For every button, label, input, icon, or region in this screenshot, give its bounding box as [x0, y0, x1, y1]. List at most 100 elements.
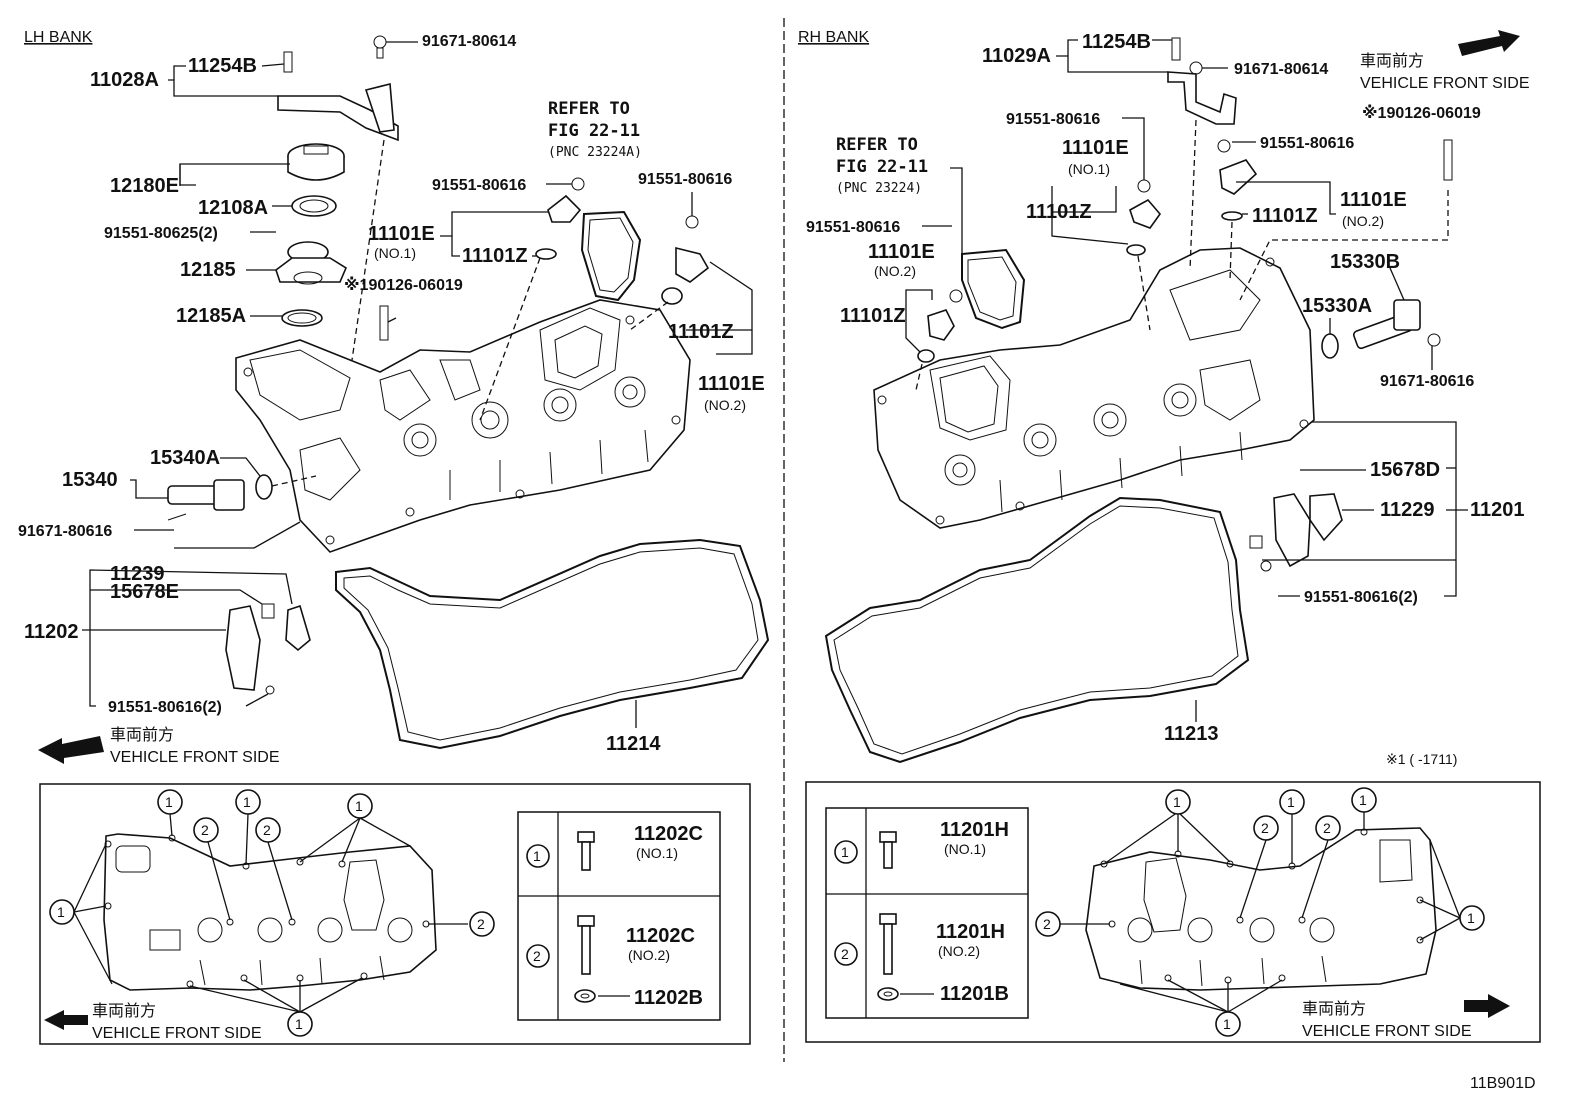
lbl-rh-15678D: 15678D [1370, 459, 1440, 481]
lbl-rh-91671-80614: 91671-80614 [1234, 61, 1328, 78]
rh-refer-gasket[interactable] [961, 248, 1026, 330]
svg-text:1: 1 [841, 844, 849, 860]
lbl-rh-11029A: 11029A [982, 45, 1051, 67]
rh-legend-table: 1 2 11201H (NO.1) 11201H (NO.2) 11201B [825, 807, 1029, 1019]
lh-filler-neck[interactable] [275, 241, 348, 285]
lbl-lh-11101E-no1: 11101E [368, 223, 435, 245]
lh-legend-bolt1: 11202C [634, 823, 703, 845]
lbl-lh-11239: 11239 [110, 563, 165, 585]
lh-marker-2-c: 2 [469, 911, 495, 937]
lh-ocv-gasket-set[interactable] [225, 603, 311, 695]
rh-bottom-front-arrow-icon [1464, 994, 1510, 1018]
lh-cam-sensor-no1[interactable] [535, 177, 585, 260]
lbl-lh-91551-80625: 91551-80625(2) [104, 225, 218, 242]
figure-code: 11B901D [1470, 1075, 1536, 1092]
lbl-lh-15340A: 15340A [150, 447, 220, 469]
lbl-lh-91671-80616: 91671-80616 [18, 523, 112, 540]
lbl-rh-91671-80616: 91671-80616 [1380, 373, 1474, 390]
svg-text:1: 1 [1173, 794, 1181, 810]
lh-bank-title: LH BANK [24, 29, 93, 46]
svg-text:1: 1 [1467, 910, 1475, 926]
lh-marker-2-a: 2 [193, 817, 219, 843]
rh-bottom-front-jp: 車両前方 [1302, 1000, 1366, 1018]
lbl-rh-91551-80616-2: 91551-80616(2) [1304, 589, 1418, 606]
rh-bolt-no2-icon [879, 913, 897, 975]
rh-stud[interactable] [1443, 139, 1453, 181]
svg-text:2: 2 [1261, 820, 1269, 836]
rh-cylinder-head-cover[interactable] [873, 247, 1315, 529]
lbl-lh-15678E: 15678E [110, 581, 179, 603]
rh-callout-lines [1060, 810, 1461, 1013]
lh-cylinder-head-cover[interactable] [235, 299, 691, 553]
rh-refer-line1: REFER TO [836, 135, 918, 155]
lh-bolt-no1-icon [577, 831, 595, 871]
lbl-rh-11213: 11213 [1164, 723, 1219, 745]
lbl-lh-12180E: 12180E [110, 175, 179, 197]
lh-cam-sensor-no2[interactable] [661, 215, 710, 305]
lbl-rh-11101Z-left: 11101Z [840, 305, 906, 327]
rh-bracket[interactable] [1167, 37, 1237, 125]
lh-bottom-front-jp: 車両前方 [92, 1002, 156, 1020]
lbl-lh-no2: (NO.2) [704, 397, 746, 413]
svg-text:1: 1 [165, 794, 173, 810]
lh-gasket-11214[interactable] [335, 538, 770, 750]
rh-legend-bolt1-sub: (NO.1) [944, 841, 986, 857]
lh-filler-gasket[interactable] [291, 195, 337, 217]
lh-bank-section: LH BANK [18, 29, 770, 766]
lh-bottom-front-en: VEHICLE FRONT SIDE [92, 1025, 262, 1042]
lbl-lh-91551-80616-b: 91551-80616 [638, 171, 732, 188]
rh-bolt-no1-icon [879, 831, 897, 869]
lh-callout-lines [73, 813, 468, 1013]
rh-front-en: VEHICLE FRONT SIDE [1360, 75, 1530, 92]
rh-legend-washer: 11201B [940, 983, 1009, 1005]
lh-oil-control-valve[interactable] [167, 474, 273, 521]
rh-legend-bolt2: 11201H [936, 921, 1005, 943]
lh-bracket[interactable] [277, 35, 399, 142]
rh-marker-1-b: 1 [1279, 789, 1305, 815]
rh-leader-lines [905, 39, 1468, 722]
svg-text:2: 2 [1043, 916, 1051, 932]
lh-stud[interactable] [379, 305, 389, 341]
lh-leader-lines [82, 41, 753, 728]
rh-front-jp: 車両前方 [1360, 52, 1424, 70]
rh-cam-sensor-no1[interactable] [1126, 179, 1162, 256]
rh-legend-bolt1: 11201H [940, 819, 1009, 841]
lh-legend-bolt2-sub: (NO.2) [628, 947, 670, 963]
rh-legend-bolt2-sub: (NO.2) [938, 943, 980, 959]
lbl-lh-12185: 12185 [180, 259, 236, 281]
rh-gasket-11213[interactable] [824, 496, 1250, 764]
lh-filler-o-ring[interactable] [281, 309, 323, 327]
rh-refer-line3: (PNC 23224) [836, 181, 922, 196]
lh-bolt-no2-icon [577, 915, 595, 975]
rh-marker-1-a: 1 [1165, 789, 1191, 815]
rh-ocv-gasket-set[interactable] [1249, 493, 1343, 572]
svg-text:2: 2 [201, 822, 209, 838]
lh-marker-1-e: 1 [287, 1011, 313, 1037]
lbl-lh-12185A: 12185A [176, 305, 246, 327]
lbl-rh-note1: ※1 ( -1711) [1386, 751, 1457, 767]
lbl-lh-11101Z-b: 11101Z [668, 321, 734, 343]
lh-marker-1-c: 1 [347, 793, 373, 819]
lh-washer-icon [574, 989, 596, 1003]
lbl-rh-11101E-no2: 11101E [1340, 189, 1407, 211]
lh-marker-1-b: 1 [235, 789, 261, 815]
rh-washer-icon [877, 987, 899, 1001]
lh-oil-filler-cap[interactable] [287, 143, 345, 181]
lbl-rh-91551-80616-b: 91551-80616 [1260, 135, 1354, 152]
lbl-lh-15340: 15340 [62, 469, 118, 491]
lh-legend-washer: 11202B [634, 987, 703, 1009]
lbl-lh-11101Z-a: 11101Z [462, 245, 528, 267]
rh-cam-sensor-no2[interactable] [1217, 139, 1258, 221]
rh-cam-sensor-left[interactable] [917, 289, 963, 363]
lbl-rh-11254B: 11254B [1082, 31, 1151, 53]
lbl-lh-91551-80616-a: 91551-80616 [432, 177, 526, 194]
lbl-rh-11101Z-a: 11101Z [1026, 201, 1092, 223]
lbl-lh-11254B: 11254B [188, 55, 257, 77]
lh-refer-gasket[interactable] [580, 210, 642, 302]
rh-bottom-front-en: VEHICLE FRONT SIDE [1302, 1023, 1472, 1040]
lh-legend-table: 1 2 11202C (NO.1) 11202C (NO.2) 11202B [517, 811, 721, 1021]
rh-bank-title: RH BANK [798, 29, 869, 46]
rh-oil-control-valve[interactable] [1321, 299, 1441, 359]
lbl-lh-11101E-no2: 11101E [698, 373, 765, 395]
